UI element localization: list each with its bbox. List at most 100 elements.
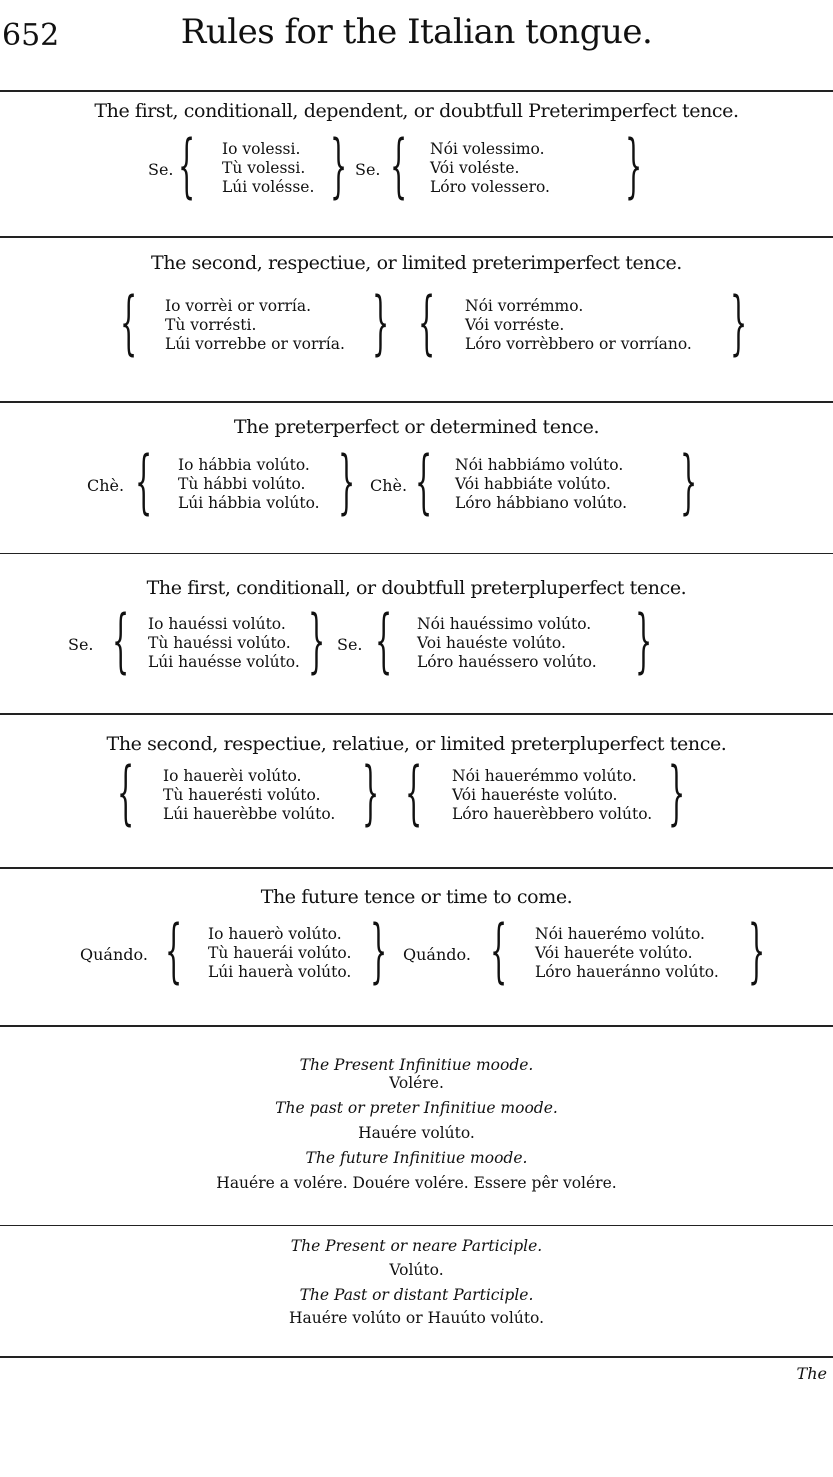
form-line: Lóro hauéssero volúto. xyxy=(417,653,597,671)
close-brace-icon: } xyxy=(330,127,348,208)
plural-forms: Nói habbiámo volúto.Vói habbiáte volúto.… xyxy=(455,456,627,513)
infinitive-past-form: Hauére volúto. xyxy=(358,1124,475,1142)
open-brace-icon: { xyxy=(135,443,153,524)
divider xyxy=(0,1225,833,1226)
divider xyxy=(0,1356,833,1358)
open-brace-icon: { xyxy=(165,912,183,993)
infinitive-past-heading: The past or preter Infinitiue moode. xyxy=(275,1099,558,1117)
section-title: The first, conditionall, or doubtfull pr… xyxy=(146,577,687,599)
close-brace-icon: } xyxy=(680,443,698,524)
divider xyxy=(0,1025,833,1027)
conjugation-block: { Io vorrèi or vorría.Tù vorrésti.Lúi vo… xyxy=(0,290,833,367)
close-brace-icon: } xyxy=(370,912,388,993)
form-line: Io volessi. xyxy=(222,140,301,158)
participle-present-form: Volúto. xyxy=(389,1261,444,1279)
form-line: Tù vorrésti. xyxy=(165,316,257,334)
form-line: Lóro haueránno volúto. xyxy=(535,963,719,981)
form-line: Lúi hauerà volúto. xyxy=(208,963,352,981)
form-line: Nói hauerémmo volúto. xyxy=(452,767,637,785)
plural-forms: Nói vorrémmo.Vói vorréste.Lóro vorrèbber… xyxy=(465,297,692,354)
participle-past-heading: The Past or distant Participle. xyxy=(299,1286,534,1304)
infinitive-future-form: Hauére a volére. Douére volére. Essere p… xyxy=(216,1174,617,1192)
section-title: The first, conditionall, dependent, or d… xyxy=(94,100,739,122)
open-brace-icon: { xyxy=(120,284,138,365)
infinitive-future-heading: The future Infinitiue moode. xyxy=(305,1149,528,1167)
form-line: Io hauéssi volúto. xyxy=(148,615,286,633)
form-line: Io vorrèi or vorría. xyxy=(165,297,312,315)
form-line: Vói habbiáte volúto. xyxy=(455,475,611,493)
page-number: 652 xyxy=(2,18,60,53)
form-line: Nói hauerémo volúto. xyxy=(535,925,705,943)
conjunction-label: Quándo. xyxy=(403,945,471,964)
close-brace-icon: } xyxy=(338,443,356,524)
form-line: Vói haueréste volúto. xyxy=(452,786,618,804)
close-brace-icon: } xyxy=(635,602,653,683)
form-line: Voi hauéste volúto. xyxy=(417,634,566,652)
form-line: Lúi hauésse volúto. xyxy=(148,653,300,671)
form-line: Nói vorrémmo. xyxy=(465,297,584,315)
section-title: The second, respectiue, relatiue, or lim… xyxy=(106,733,727,755)
conjunction-label: Se. xyxy=(148,160,174,179)
close-brace-icon: } xyxy=(625,127,643,208)
conjugation-block: { Io hauerèi volúto.Tù hauerésti volúto.… xyxy=(0,760,833,837)
conjugation-block: Se. { Io volessi.Tù volessi.Lúi volésse.… xyxy=(0,133,833,210)
conjunction-label: Chè. xyxy=(87,476,125,495)
infinitive-present-form: Volére. xyxy=(389,1074,444,1092)
divider xyxy=(0,90,833,92)
singular-forms: Io hauéssi volúto.Tù hauéssi volúto.Lúi … xyxy=(148,615,300,672)
open-brace-icon: { xyxy=(117,754,135,835)
singular-forms: Io volessi.Tù volessi.Lúi volésse. xyxy=(222,140,314,197)
form-line: Tù hauéssi volúto. xyxy=(148,634,291,652)
close-brace-icon: } xyxy=(668,754,686,835)
form-line: Lúi volésse. xyxy=(222,178,315,196)
catchword: The xyxy=(796,1364,827,1383)
conjunction-label: Chè. xyxy=(370,476,408,495)
form-line: Lúi hauerèbbe volúto. xyxy=(163,805,336,823)
plural-forms: Nói hauerémo volúto.Vói haueréte volúto.… xyxy=(535,925,719,982)
form-line: Lóro hauerèbbero volúto. xyxy=(452,805,653,823)
close-brace-icon: } xyxy=(362,754,380,835)
form-line: Vói voléste. xyxy=(430,159,520,177)
form-line: Nói volessimo. xyxy=(430,140,545,158)
conjugation-block: Quándo. { Io hauerò volúto.Tù hauerái vo… xyxy=(0,918,833,995)
close-brace-icon: } xyxy=(748,912,766,993)
conjunction-label: Se. xyxy=(355,160,381,179)
form-line: Tù hauerésti volúto. xyxy=(163,786,321,804)
section-title: The future tence or time to come. xyxy=(260,886,573,908)
divider xyxy=(0,236,833,238)
form-line: Vói vorréste. xyxy=(465,316,565,334)
form-line: Lóro vorrèbbero or vorríano. xyxy=(465,335,692,353)
singular-forms: Io vorrèi or vorría.Tù vorrésti.Lúi vorr… xyxy=(165,297,345,354)
open-brace-icon: { xyxy=(415,443,433,524)
conjunction-label: Se. xyxy=(337,635,363,654)
divider xyxy=(0,713,833,715)
plural-forms: Nói hauéssimo volúto.Voi hauéste volúto.… xyxy=(417,615,597,672)
form-line: Lóro volessero. xyxy=(430,178,550,196)
open-brace-icon: { xyxy=(405,754,423,835)
running-title: Rules for the Italian tongue. xyxy=(180,12,653,52)
form-line: Nói habbiámo volúto. xyxy=(455,456,624,474)
form-line: Lóro hábbiano volúto. xyxy=(455,494,628,512)
form-line: Vói haueréte volúto. xyxy=(535,944,693,962)
open-brace-icon: { xyxy=(112,602,130,683)
divider xyxy=(0,553,833,554)
singular-forms: Io hauerò volúto.Tù hauerái volúto.Lúi h… xyxy=(208,925,351,982)
singular-forms: Io hábbia volúto.Tù hábbi volúto.Lúi háb… xyxy=(178,456,320,513)
singular-forms: Io hauerèi volúto.Tù hauerésti volúto.Lú… xyxy=(163,767,335,824)
infinitive-present-heading: The Present Infinitiue moode. xyxy=(299,1056,534,1074)
section-title: The preterperfect or determined tence. xyxy=(233,416,600,438)
open-brace-icon: { xyxy=(418,284,436,365)
conjugation-block: Se. { Io hauéssi volúto.Tù hauéssi volút… xyxy=(0,608,833,685)
plural-forms: Nói hauerémmo volúto.Vói haueréste volút… xyxy=(452,767,652,824)
conjunction-label: Quándo. xyxy=(80,945,148,964)
close-brace-icon: } xyxy=(372,284,390,365)
form-line: Io hábbia volúto. xyxy=(178,456,310,474)
open-brace-icon: { xyxy=(178,127,196,208)
divider xyxy=(0,401,833,403)
conjunction-label: Se. xyxy=(68,635,94,654)
open-brace-icon: { xyxy=(490,912,508,993)
form-line: Lúi vorrebbe or vorría. xyxy=(165,335,345,353)
form-line: Nói hauéssimo volúto. xyxy=(417,615,592,633)
open-brace-icon: { xyxy=(375,602,393,683)
close-brace-icon: } xyxy=(730,284,748,365)
